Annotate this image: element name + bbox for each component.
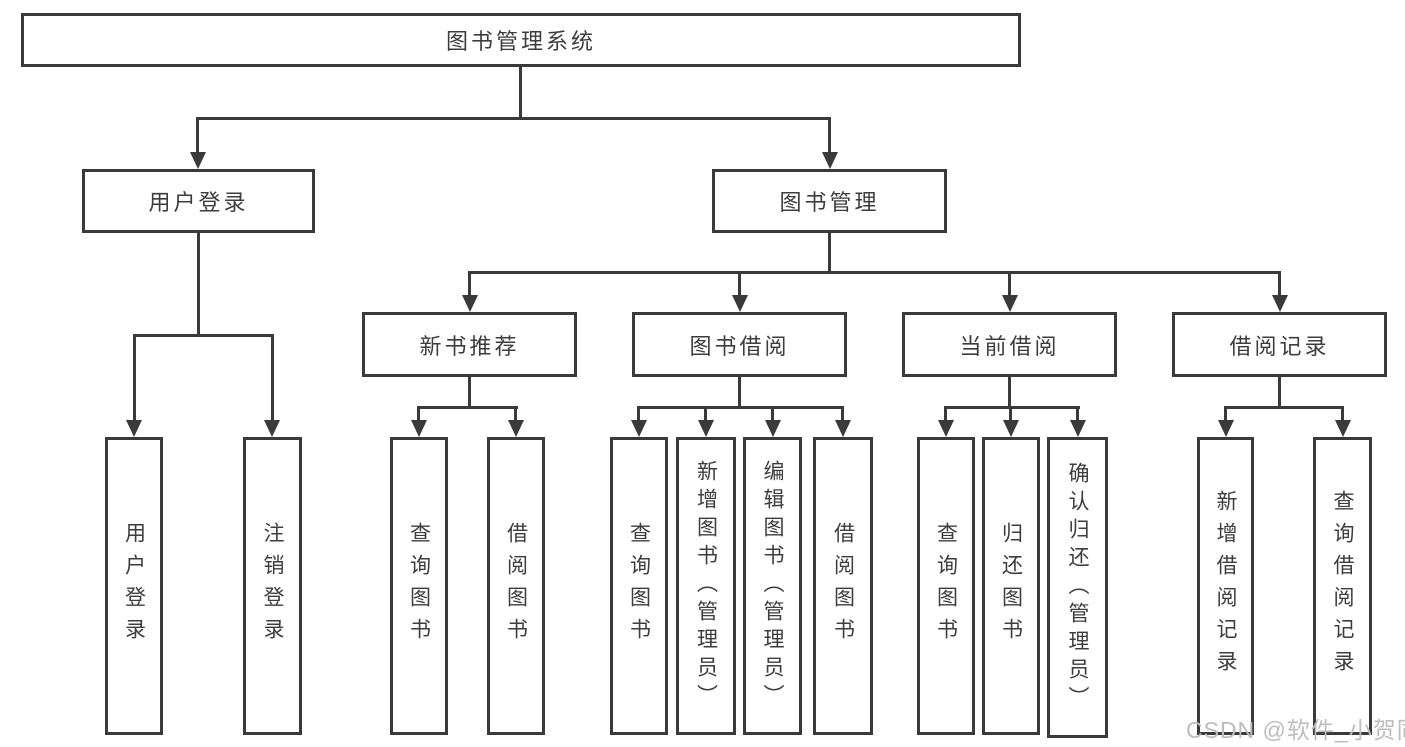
leaf-current-confirm-return-admin: 确认归还（管理员） — [1047, 437, 1108, 738]
arrowhead-icon — [765, 420, 781, 437]
connector-stem — [944, 406, 947, 423]
connector-borrow-stem — [738, 377, 741, 409]
arrowhead-icon — [1272, 295, 1288, 312]
arrowhead-icon — [411, 420, 427, 437]
leaf-newbook-query-book: 查询图书 — [390, 437, 448, 735]
arrowhead-icon — [1002, 295, 1018, 312]
arrowhead-icon — [732, 295, 748, 312]
connector-stem — [704, 406, 707, 423]
arrowhead-icon — [938, 420, 954, 437]
connector-stem — [738, 271, 741, 298]
arrowhead-icon — [835, 420, 851, 437]
watermark: CSDN @软件_小贺同学 — [1186, 717, 1405, 743]
arrowhead-icon — [1335, 420, 1351, 437]
arrowhead-icon — [1218, 420, 1234, 437]
connector-newbook-bus — [417, 406, 518, 409]
arrowhead-icon — [508, 420, 524, 437]
connector-stem — [771, 406, 774, 423]
leaf-borrow-query-book: 查询图书 — [610, 437, 668, 735]
connector-stem — [514, 406, 517, 423]
connector-level2-bus — [197, 117, 831, 120]
arrowhead-icon — [822, 152, 838, 169]
connector-stem — [196, 117, 199, 155]
leaf-logout: 注销登录 — [243, 437, 302, 735]
connector-userlogin-stem — [197, 233, 200, 337]
connector-records-stem — [1278, 377, 1281, 409]
node-borrow-records: 借阅记录 — [1172, 312, 1387, 377]
connector-stem — [637, 406, 640, 423]
connector-userlogin-bus — [133, 334, 274, 337]
connector-stem — [841, 406, 844, 423]
connector-stem — [1009, 406, 1012, 423]
connector-bookmgmt-stem — [828, 233, 831, 274]
connector-borrow-bus — [637, 406, 844, 409]
leaf-borrow-edit-book-admin: 编辑图书（管理员） — [743, 437, 802, 735]
connector-stem — [1224, 406, 1227, 423]
connector-current-bus — [944, 406, 1080, 409]
arrowhead-icon — [126, 420, 142, 437]
leaf-records-add-record: 新增借阅记录 — [1197, 437, 1254, 735]
connector-root-stem — [519, 67, 522, 118]
connector-stem — [417, 406, 420, 423]
connector-stem — [133, 334, 136, 422]
connector-stem — [1341, 406, 1344, 423]
connector-stem — [1076, 406, 1079, 423]
leaf-newbook-borrow-book: 借阅图书 — [487, 437, 545, 735]
leaf-current-query-book: 查询图书 — [917, 437, 975, 735]
arrowhead-icon — [1070, 420, 1086, 437]
leaf-current-return-book: 归还图书 — [982, 437, 1040, 735]
arrowhead-icon — [698, 420, 714, 437]
node-new-book-recommend: 新书推荐 — [362, 312, 577, 377]
connector-stem — [271, 334, 274, 422]
connector-current-stem — [1008, 377, 1011, 409]
node-current-borrow: 当前借阅 — [902, 312, 1117, 377]
leaf-borrow-add-book-admin: 新增图书（管理员） — [676, 437, 736, 735]
node-book-management: 图书管理 — [712, 169, 947, 233]
connector-stem — [1278, 271, 1281, 298]
arrowhead-icon — [190, 152, 206, 169]
leaf-user-login: 用户登录 — [105, 437, 163, 735]
node-library-system: 图书管理系统 — [21, 13, 1021, 67]
arrowhead-icon — [462, 295, 478, 312]
arrowhead-icon — [631, 420, 647, 437]
connector-newbook-stem — [468, 377, 471, 409]
connector-stem — [1008, 271, 1011, 298]
leaf-borrow-borrow-book: 借阅图书 — [813, 437, 873, 735]
connector-records-bus — [1224, 406, 1344, 409]
node-book-borrow: 图书借阅 — [632, 312, 847, 377]
connector-level3-bus — [468, 271, 1281, 274]
arrowhead-icon — [264, 420, 280, 437]
node-user-login: 用户登录 — [82, 169, 315, 233]
leaf-records-query-record: 查询借阅记录 — [1313, 437, 1372, 735]
connector-stem — [468, 271, 471, 298]
arrowhead-icon — [1003, 420, 1019, 437]
connector-stem — [828, 117, 831, 155]
